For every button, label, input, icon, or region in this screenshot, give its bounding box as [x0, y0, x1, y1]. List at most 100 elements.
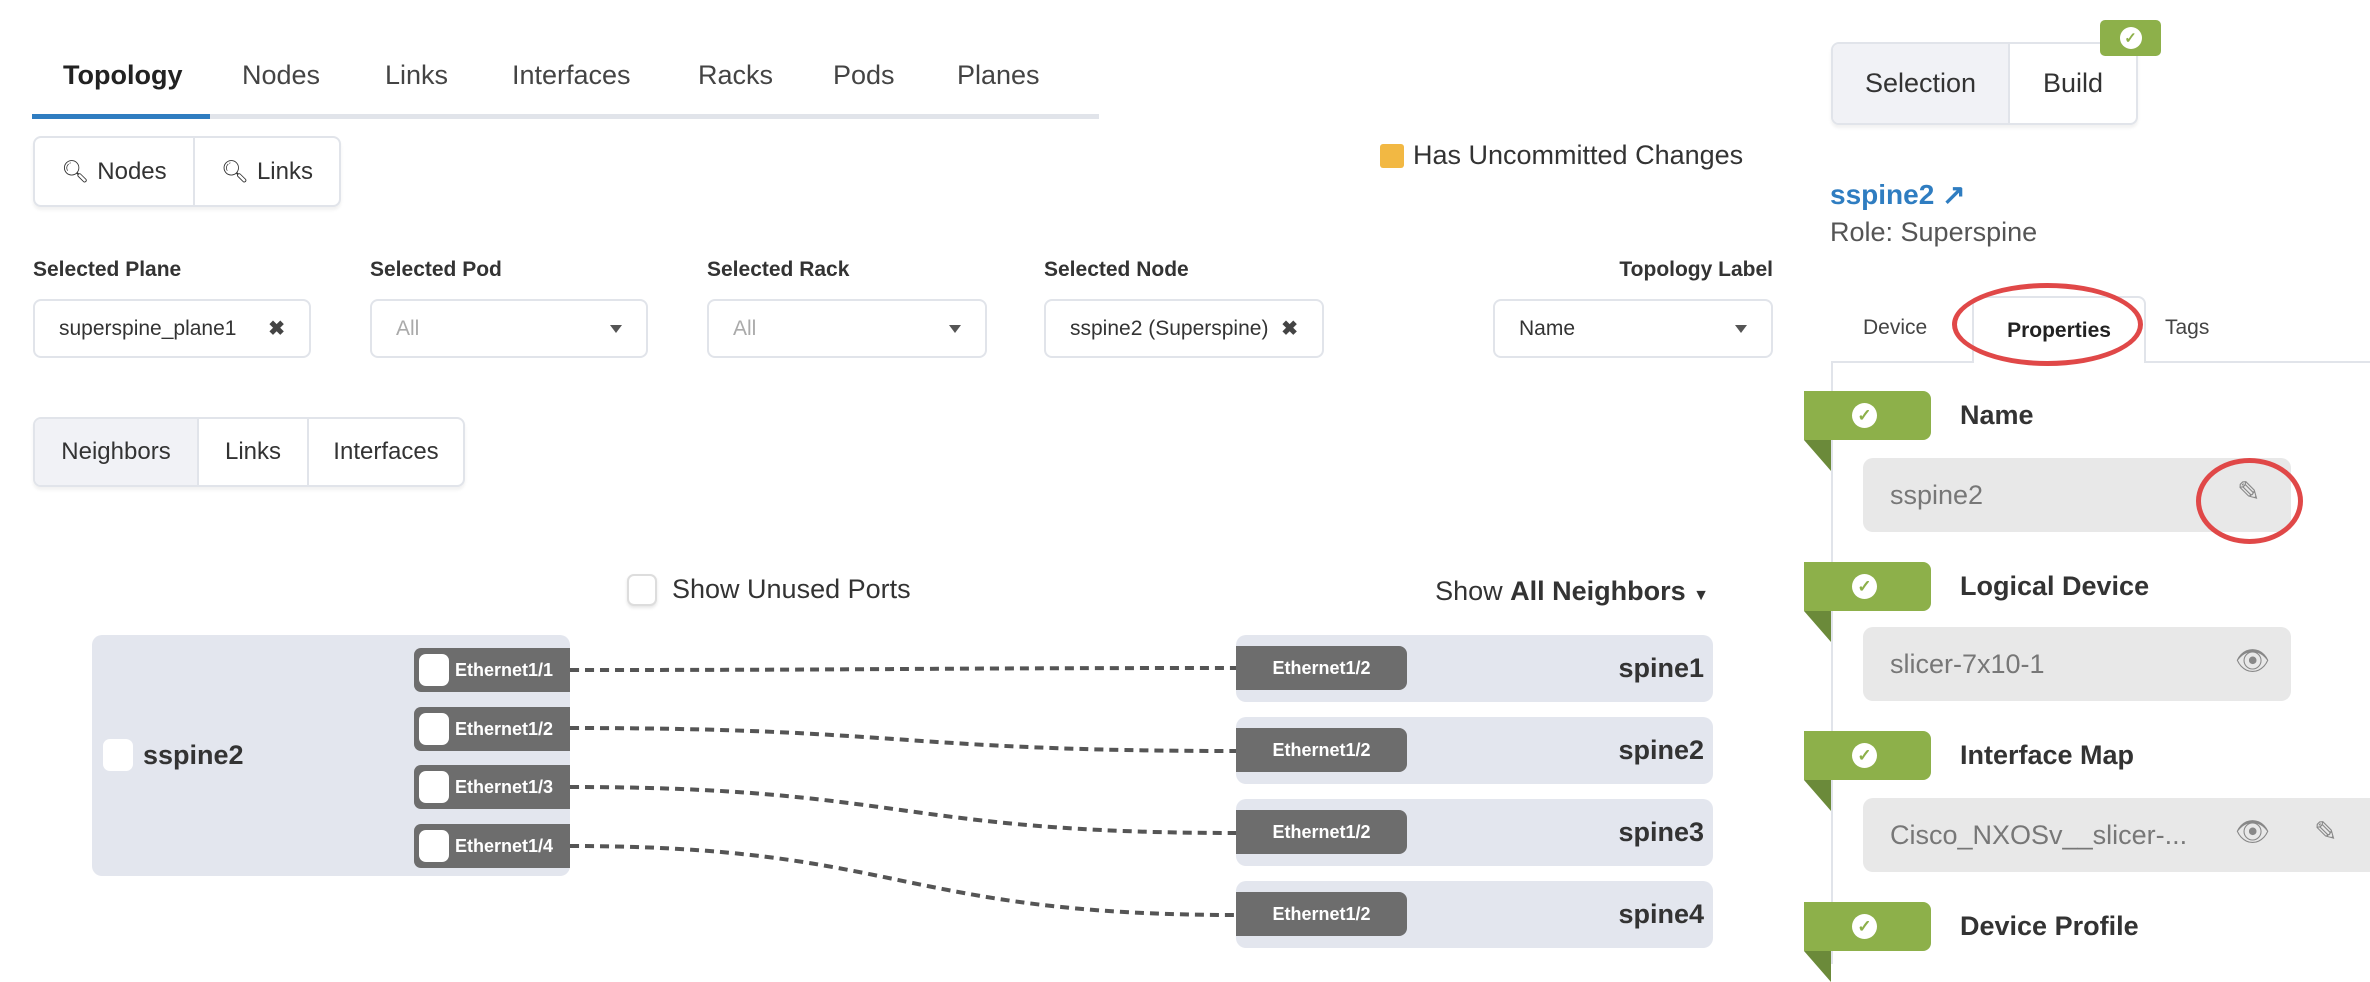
port-label: Ethernet1/4	[455, 835, 554, 856]
status-flag: ✓	[1804, 902, 1931, 951]
port-ethernet1-3[interactable]: Ethernet1/3	[414, 765, 570, 809]
clear-icon[interactable]: ✖	[1281, 318, 1298, 340]
show-unused-ports-label: Show Unused Ports	[672, 574, 911, 604]
build-status-badge: ✓	[2100, 20, 2161, 56]
selected-pod-placeholder: All	[396, 316, 420, 340]
section-logical-device-title: Logical Device	[1960, 571, 2150, 601]
uncommitted-swatch	[1380, 144, 1404, 168]
check-icon: ✓	[1852, 574, 1877, 599]
section-device-profile-title: Device Profile	[1960, 911, 2139, 941]
selected-node-link[interactable]: sspine2 ↗	[1830, 178, 1966, 211]
check-icon: ✓	[1852, 403, 1877, 428]
check-icon: ✓	[1852, 743, 1877, 768]
build-tab[interactable]: Build	[2042, 68, 2104, 98]
tab-nodes[interactable]: Nodes	[242, 60, 321, 90]
logical-device-value-field: slicer-7x10-1	[1863, 627, 2291, 701]
neighbor-node-spine3[interactable]: Ethernet1/2 spine3	[1236, 799, 1713, 866]
edit-icon[interactable]: ✎	[2314, 816, 2338, 847]
link-line	[569, 666, 1237, 672]
caret-down-icon: ▼	[1693, 587, 1709, 604]
selected-rack-placeholder: All	[733, 316, 757, 340]
neighbor-node-spine2[interactable]: Ethernet1/2 spine2	[1236, 717, 1713, 784]
check-icon: ✓	[1852, 914, 1877, 939]
neighbor-port[interactable]: Ethernet1/2	[1236, 892, 1407, 936]
selected-node-value: sspine2 (Superspine)	[1070, 316, 1269, 340]
neighbor-name: spine1	[1618, 653, 1704, 683]
selected-pod-select[interactable]: All	[370, 299, 648, 358]
section-name-title: Name	[1960, 400, 2034, 430]
port-checkbox[interactable]	[419, 713, 449, 745]
show-neighbors-prefix: Show	[1435, 576, 1503, 606]
port-label: Ethernet1/2	[455, 718, 554, 739]
port-ethernet1-2[interactable]: Ethernet1/2	[414, 707, 570, 751]
view-tab-group: Neighbors Links Interfaces	[33, 417, 465, 487]
neighbor-port[interactable]: Ethernet1/2	[1236, 646, 1407, 690]
clear-icon[interactable]: ✖	[268, 318, 285, 340]
search-nodes-button[interactable]: 🔍︎ Nodes	[35, 138, 195, 205]
highlight-circle	[2196, 458, 2303, 544]
search-links-label: Links	[256, 157, 313, 185]
link-line	[569, 844, 1237, 917]
neighbor-port[interactable]: Ethernet1/2	[1236, 810, 1407, 854]
port-ethernet1-4[interactable]: Ethernet1/4	[414, 824, 570, 868]
search-nodes-label: Nodes	[97, 157, 167, 185]
tab-underline	[32, 114, 1099, 119]
port-checkbox[interactable]	[419, 830, 449, 862]
port-checkbox[interactable]	[419, 771, 449, 803]
tab-racks[interactable]: Racks	[698, 60, 774, 90]
name-value: sspine2	[1890, 479, 1984, 510]
external-link-icon[interactable]: ↗	[1942, 179, 1966, 210]
neighbor-name: spine4	[1618, 899, 1704, 929]
eye-icon[interactable]: 👁︎	[2235, 645, 2271, 676]
selected-rack-label: Selected Rack	[707, 258, 850, 281]
node-role: Role: Superspine	[1830, 217, 2038, 247]
show-neighbors-dropdown[interactable]: Show All Neighbors ▼	[1435, 576, 1709, 607]
panel-border	[1831, 361, 1833, 964]
status-flag: ✓	[1804, 391, 1931, 440]
selected-rack-select[interactable]: All	[707, 299, 987, 358]
neighbor-name: spine3	[1618, 817, 1704, 847]
view-tab-links[interactable]: Links	[199, 419, 309, 485]
neighbor-node-spine4[interactable]: Ethernet1/2 spine4	[1236, 881, 1713, 948]
tab-links[interactable]: Links	[385, 60, 449, 90]
node-checkbox[interactable]	[103, 739, 133, 771]
selected-plane-label: Selected Plane	[33, 258, 182, 281]
port-label: Ethernet1/1	[455, 659, 554, 680]
tab-topology[interactable]: Topology	[63, 60, 183, 90]
neighbor-node-spine1[interactable]: Ethernet1/2 spine1	[1236, 635, 1713, 702]
view-tab-neighbors[interactable]: Neighbors	[35, 419, 199, 485]
interface-map-value-field: Cisco_NXOSv__slicer-...	[1863, 798, 2370, 872]
search-links-button[interactable]: 🔍︎ Links	[195, 138, 339, 205]
panel-tab-device[interactable]: Device	[1863, 316, 1928, 339]
logical-device-value: slicer-7x10-1	[1890, 648, 2045, 679]
selected-pod-label: Selected Pod	[370, 258, 502, 281]
search-icon: 🔍︎	[61, 158, 90, 184]
selected-plane-select[interactable]: superspine_plane1 ✖	[33, 299, 311, 358]
selection-tab[interactable]: Selection	[1833, 44, 2010, 123]
neighbor-name: spine2	[1618, 735, 1704, 765]
source-node-label: sspine2	[143, 740, 244, 770]
status-flag: ✓	[1804, 731, 1931, 780]
link-line	[569, 785, 1237, 835]
eye-icon[interactable]: 👁︎	[2235, 816, 2271, 847]
panel-tab-tags[interactable]: Tags	[2165, 316, 2210, 339]
search-icon: 🔍︎	[221, 158, 249, 184]
tab-interfaces[interactable]: Interfaces	[512, 60, 631, 90]
check-icon: ✓	[2119, 27, 2142, 49]
flag-fold	[1804, 951, 1831, 982]
view-tab-interfaces[interactable]: Interfaces	[333, 438, 439, 465]
tab-planes[interactable]: Planes	[957, 60, 1040, 90]
selected-node-select[interactable]: sspine2 (Superspine) ✖	[1044, 299, 1324, 358]
tab-pods[interactable]: Pods	[833, 60, 895, 90]
port-ethernet1-1[interactable]: Ethernet1/1	[414, 648, 570, 692]
port-checkbox[interactable]	[419, 654, 449, 686]
link-line	[569, 726, 1237, 753]
topology-label-select[interactable]: Name	[1493, 299, 1773, 358]
neighbor-port[interactable]: Ethernet1/2	[1236, 728, 1407, 772]
selected-plane-value: superspine_plane1	[59, 316, 237, 340]
tab-active-indicator	[32, 114, 210, 119]
chevron-down-icon	[610, 324, 622, 333]
panel-mode-group: Selection Build	[1831, 42, 2138, 125]
show-unused-ports-checkbox[interactable]	[627, 574, 657, 606]
